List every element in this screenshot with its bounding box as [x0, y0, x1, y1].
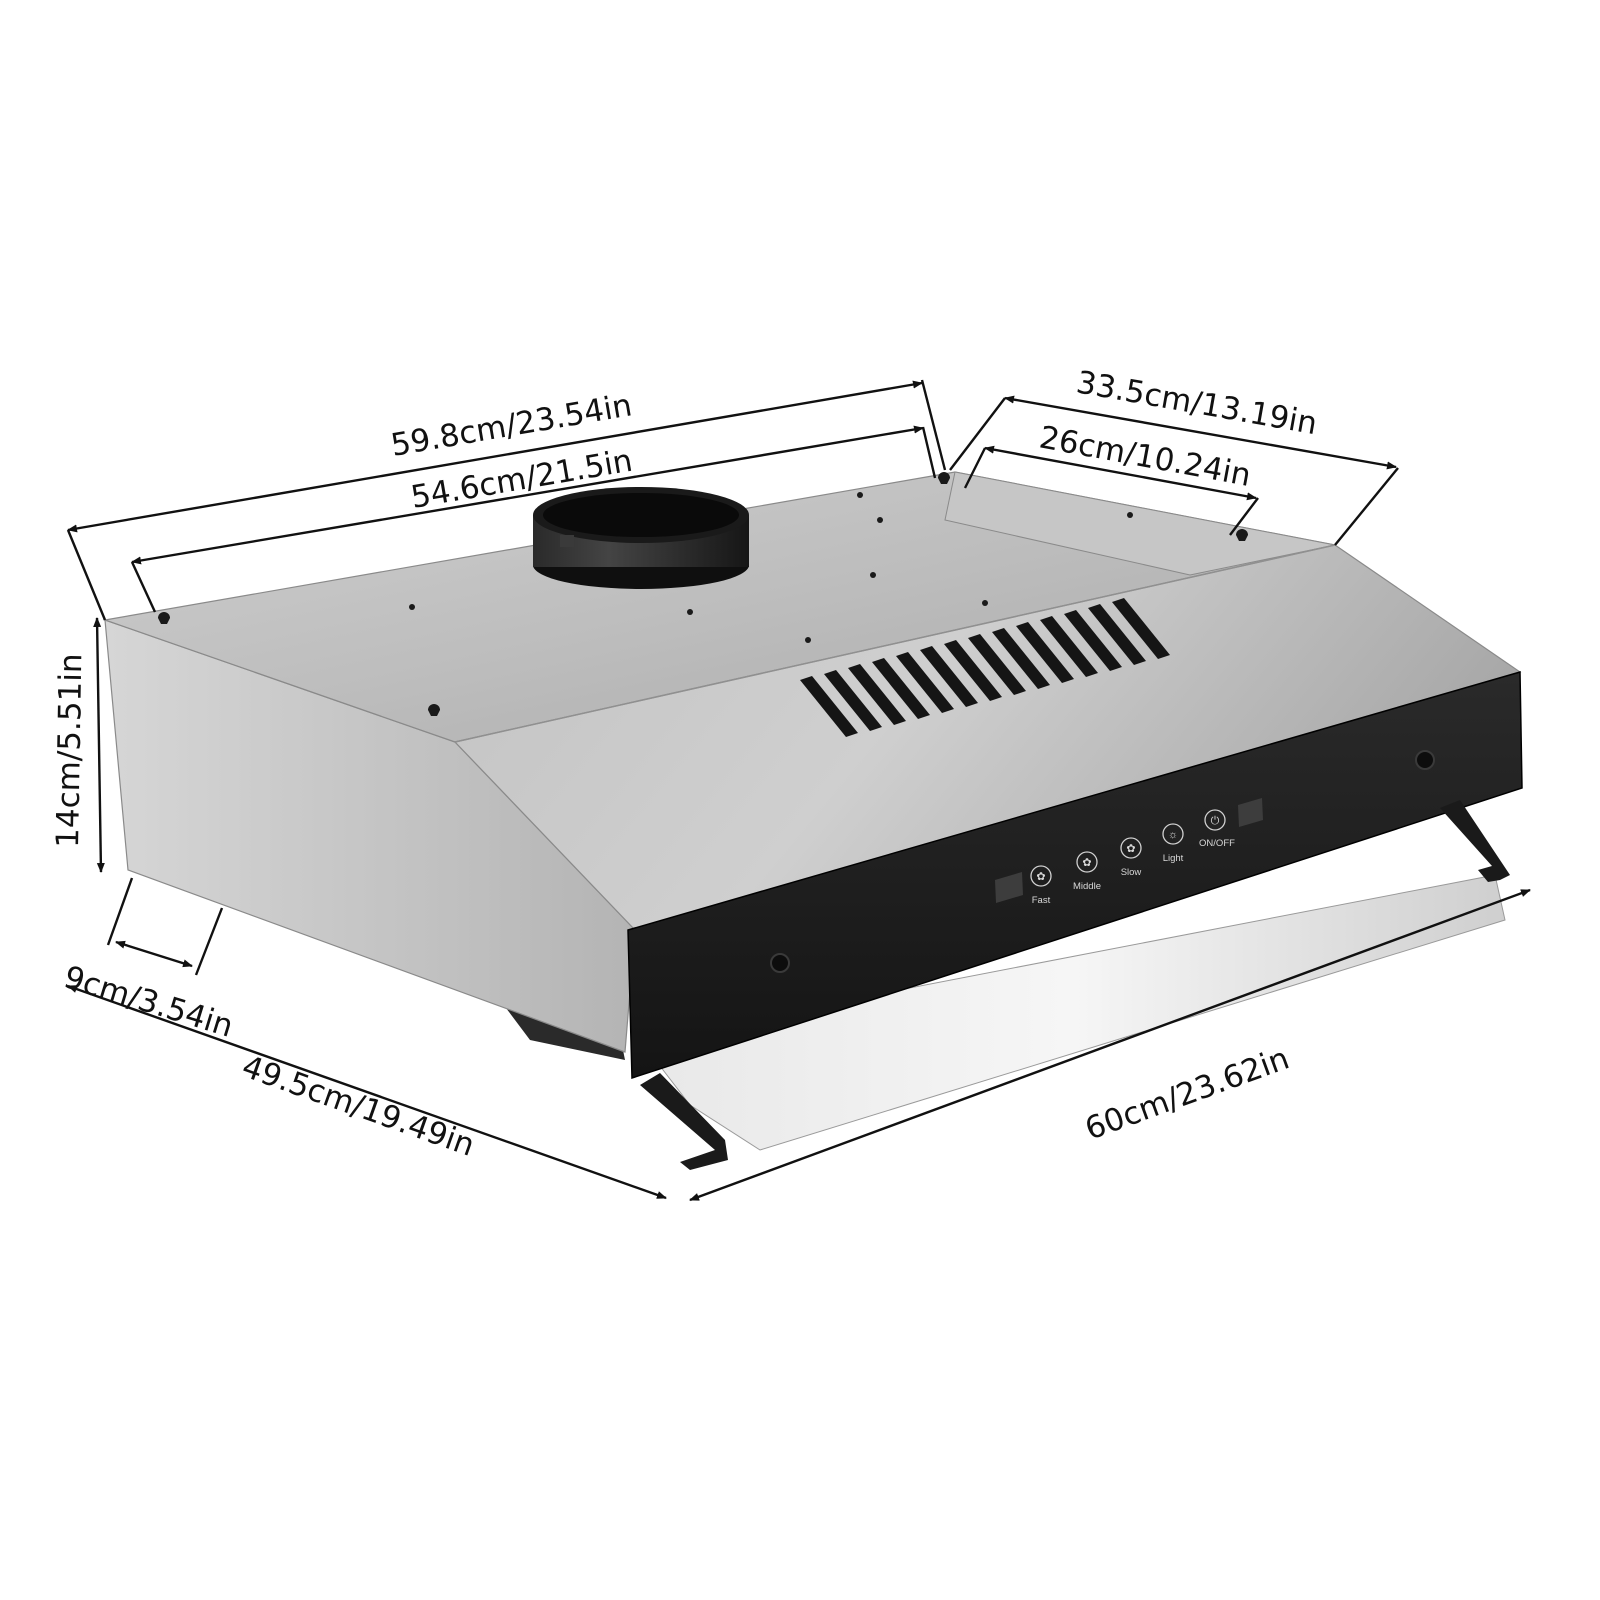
fan-icon: ✿ — [1082, 857, 1091, 869]
ext-line — [920, 379, 947, 471]
exhaust-duct — [533, 487, 749, 589]
ext-line — [921, 426, 937, 479]
slow-button[interactable]: ✿ Slow — [1120, 837, 1142, 878]
dim-front-width — [689, 888, 1531, 1202]
label-inner-depth: 26cm/10.24in — [1037, 419, 1254, 493]
label-front-lip: 9cm/3.54in — [60, 959, 238, 1045]
dim-bottom-depth — [67, 984, 667, 1200]
label-overall-depth: 33.5cm/13.19in — [1074, 364, 1320, 442]
ext-line — [66, 529, 107, 621]
on-off-label: ON/OFF — [1199, 838, 1235, 849]
label-front-width: 60cm/23.62in — [1080, 1040, 1294, 1147]
ext-line — [949, 397, 1006, 471]
ext-line — [963, 447, 987, 489]
fan-icon: ✿ — [1036, 871, 1045, 883]
label-bottom-depth: 49.5cm/19.49in — [237, 1049, 479, 1164]
dim-front-lip — [115, 940, 193, 968]
on-off-button[interactable]: ⏻ ON/OFF — [1199, 809, 1235, 849]
middle-button[interactable]: ✿ Middle — [1073, 851, 1101, 892]
dim-inner-width — [131, 425, 924, 565]
dim-inner-depth — [984, 445, 1257, 501]
ext-line — [130, 561, 157, 613]
fast-label: Fast — [1032, 895, 1051, 906]
slow-label: Slow — [1121, 867, 1142, 878]
dimension-lines — [66, 379, 1531, 1202]
light-button[interactable]: ☼ Light — [1162, 823, 1184, 864]
right-display — [1238, 798, 1263, 827]
middle-label: Middle — [1073, 881, 1101, 892]
vent-grille — [800, 598, 1170, 737]
ext-line — [194, 907, 224, 976]
label-height: 14cm/5.51in — [50, 653, 89, 848]
dim-overall-depth — [1004, 395, 1397, 470]
ext-line — [1334, 467, 1399, 546]
ext-line — [1229, 497, 1259, 536]
screw-left — [770, 953, 790, 973]
screw-right — [1415, 750, 1435, 770]
crease-line — [454, 544, 1336, 743]
fan-icon: ✿ — [1126, 843, 1135, 855]
power-icon: ⏻ — [1211, 815, 1220, 827]
hood-body — [102, 471, 1523, 1170]
dim-height — [93, 617, 105, 873]
light-icon: ☼ — [1168, 829, 1178, 841]
ext-line — [106, 877, 134, 946]
light-label: Light — [1163, 853, 1184, 864]
handle-right — [1440, 800, 1510, 882]
